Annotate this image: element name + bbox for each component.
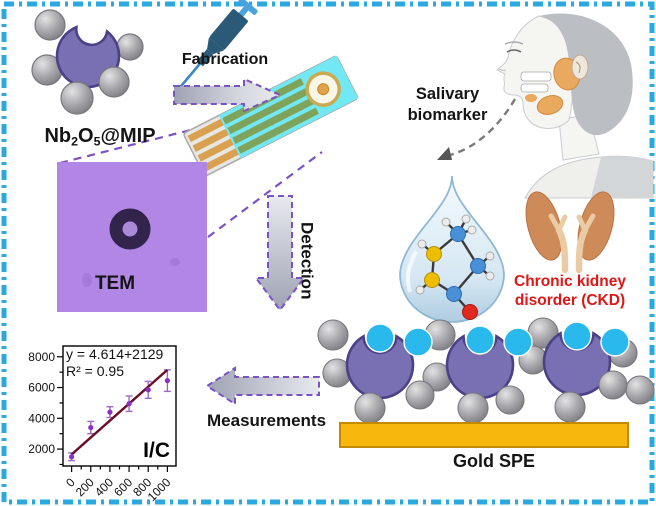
ureters [548, 213, 596, 274]
tem-nanoparticle [109, 208, 151, 250]
svg-text:8000: 8000 [28, 350, 55, 364]
detection-arrow [254, 195, 306, 312]
analyte-balls [365, 321, 630, 357]
captured-analyte [562, 321, 592, 351]
hydrogen-atoms [415, 214, 495, 295]
nitrogen-atom-2 [446, 286, 462, 302]
saliva-droplet [399, 175, 505, 323]
gold-spe-label: Gold SPE [452, 451, 535, 471]
gray-spheres-front [354, 370, 628, 424]
eye [506, 49, 522, 53]
nb2o5-spheres-back [31, 9, 144, 86]
head-illustration [496, 13, 654, 199]
nb2o5-spheres-front [60, 66, 130, 115]
contact-pads [187, 119, 239, 172]
plunger-stem [238, 5, 250, 18]
nitrogen-atom-3 [470, 258, 486, 274]
nose-line [498, 68, 507, 71]
eyebrow [504, 41, 524, 45]
kidneys-illustration [525, 191, 615, 274]
tem-image: TEM [57, 162, 207, 312]
plunger-handle [238, 0, 258, 15]
oxygen-atom [462, 304, 478, 320]
ear-detail [575, 61, 581, 74]
syringe-barrel [209, 9, 248, 50]
lower-teeth [520, 83, 549, 93]
measurements-arrow [205, 366, 320, 406]
left-kidney [525, 191, 563, 261]
gold-electrode-bar [339, 422, 629, 448]
svg-text:1000: 1000 [145, 475, 174, 504]
carbon-atom [426, 246, 442, 262]
trapezius-shade [591, 156, 653, 198]
tem-label: TEM [94, 273, 136, 294]
svg-text:y = 4.614+2129: y = 4.614+2129 [66, 346, 164, 362]
sensing-layer [317, 317, 655, 448]
mip-formula-label: Nb2O5@MIP [44, 125, 156, 149]
nitrogen-atom [450, 226, 466, 242]
svg-text:I/C: I/C [143, 439, 170, 462]
mip-particle-cluster [31, 9, 144, 115]
working-electrode-center [317, 83, 330, 96]
sublingual-gland [525, 94, 537, 102]
biomarker-molecule [415, 214, 495, 320]
captured-analyte [365, 323, 395, 353]
svg-text:4000: 4000 [28, 411, 55, 425]
detection-label: Detection [297, 222, 317, 300]
fabrication-arrow [173, 77, 283, 113]
svg-text:2000: 2000 [28, 442, 55, 456]
captured-analyte [465, 325, 495, 355]
ckd-label: Chronic kidney disorder (CKD) [514, 273, 626, 310]
saliva-arrowhead [437, 147, 452, 160]
syringe-taper [207, 37, 225, 55]
syringe-tip [196, 48, 214, 67]
upper-teeth [520, 71, 552, 82]
measurements-label: Measurements [207, 411, 327, 430]
svg-text:6000: 6000 [28, 381, 55, 395]
salivary-biomarker-label: Salivary biomarker [407, 85, 488, 124]
carbon-atom-2 [424, 272, 440, 288]
droplet-highlight [406, 251, 418, 293]
submandibular-gland [536, 95, 564, 115]
fabrication-label: Fabrication [181, 51, 269, 68]
svg-text:R² = 0.95: R² = 0.95 [66, 363, 124, 379]
tem-nanoparticle-core [123, 222, 137, 236]
magnify-line-bottom [207, 151, 323, 238]
